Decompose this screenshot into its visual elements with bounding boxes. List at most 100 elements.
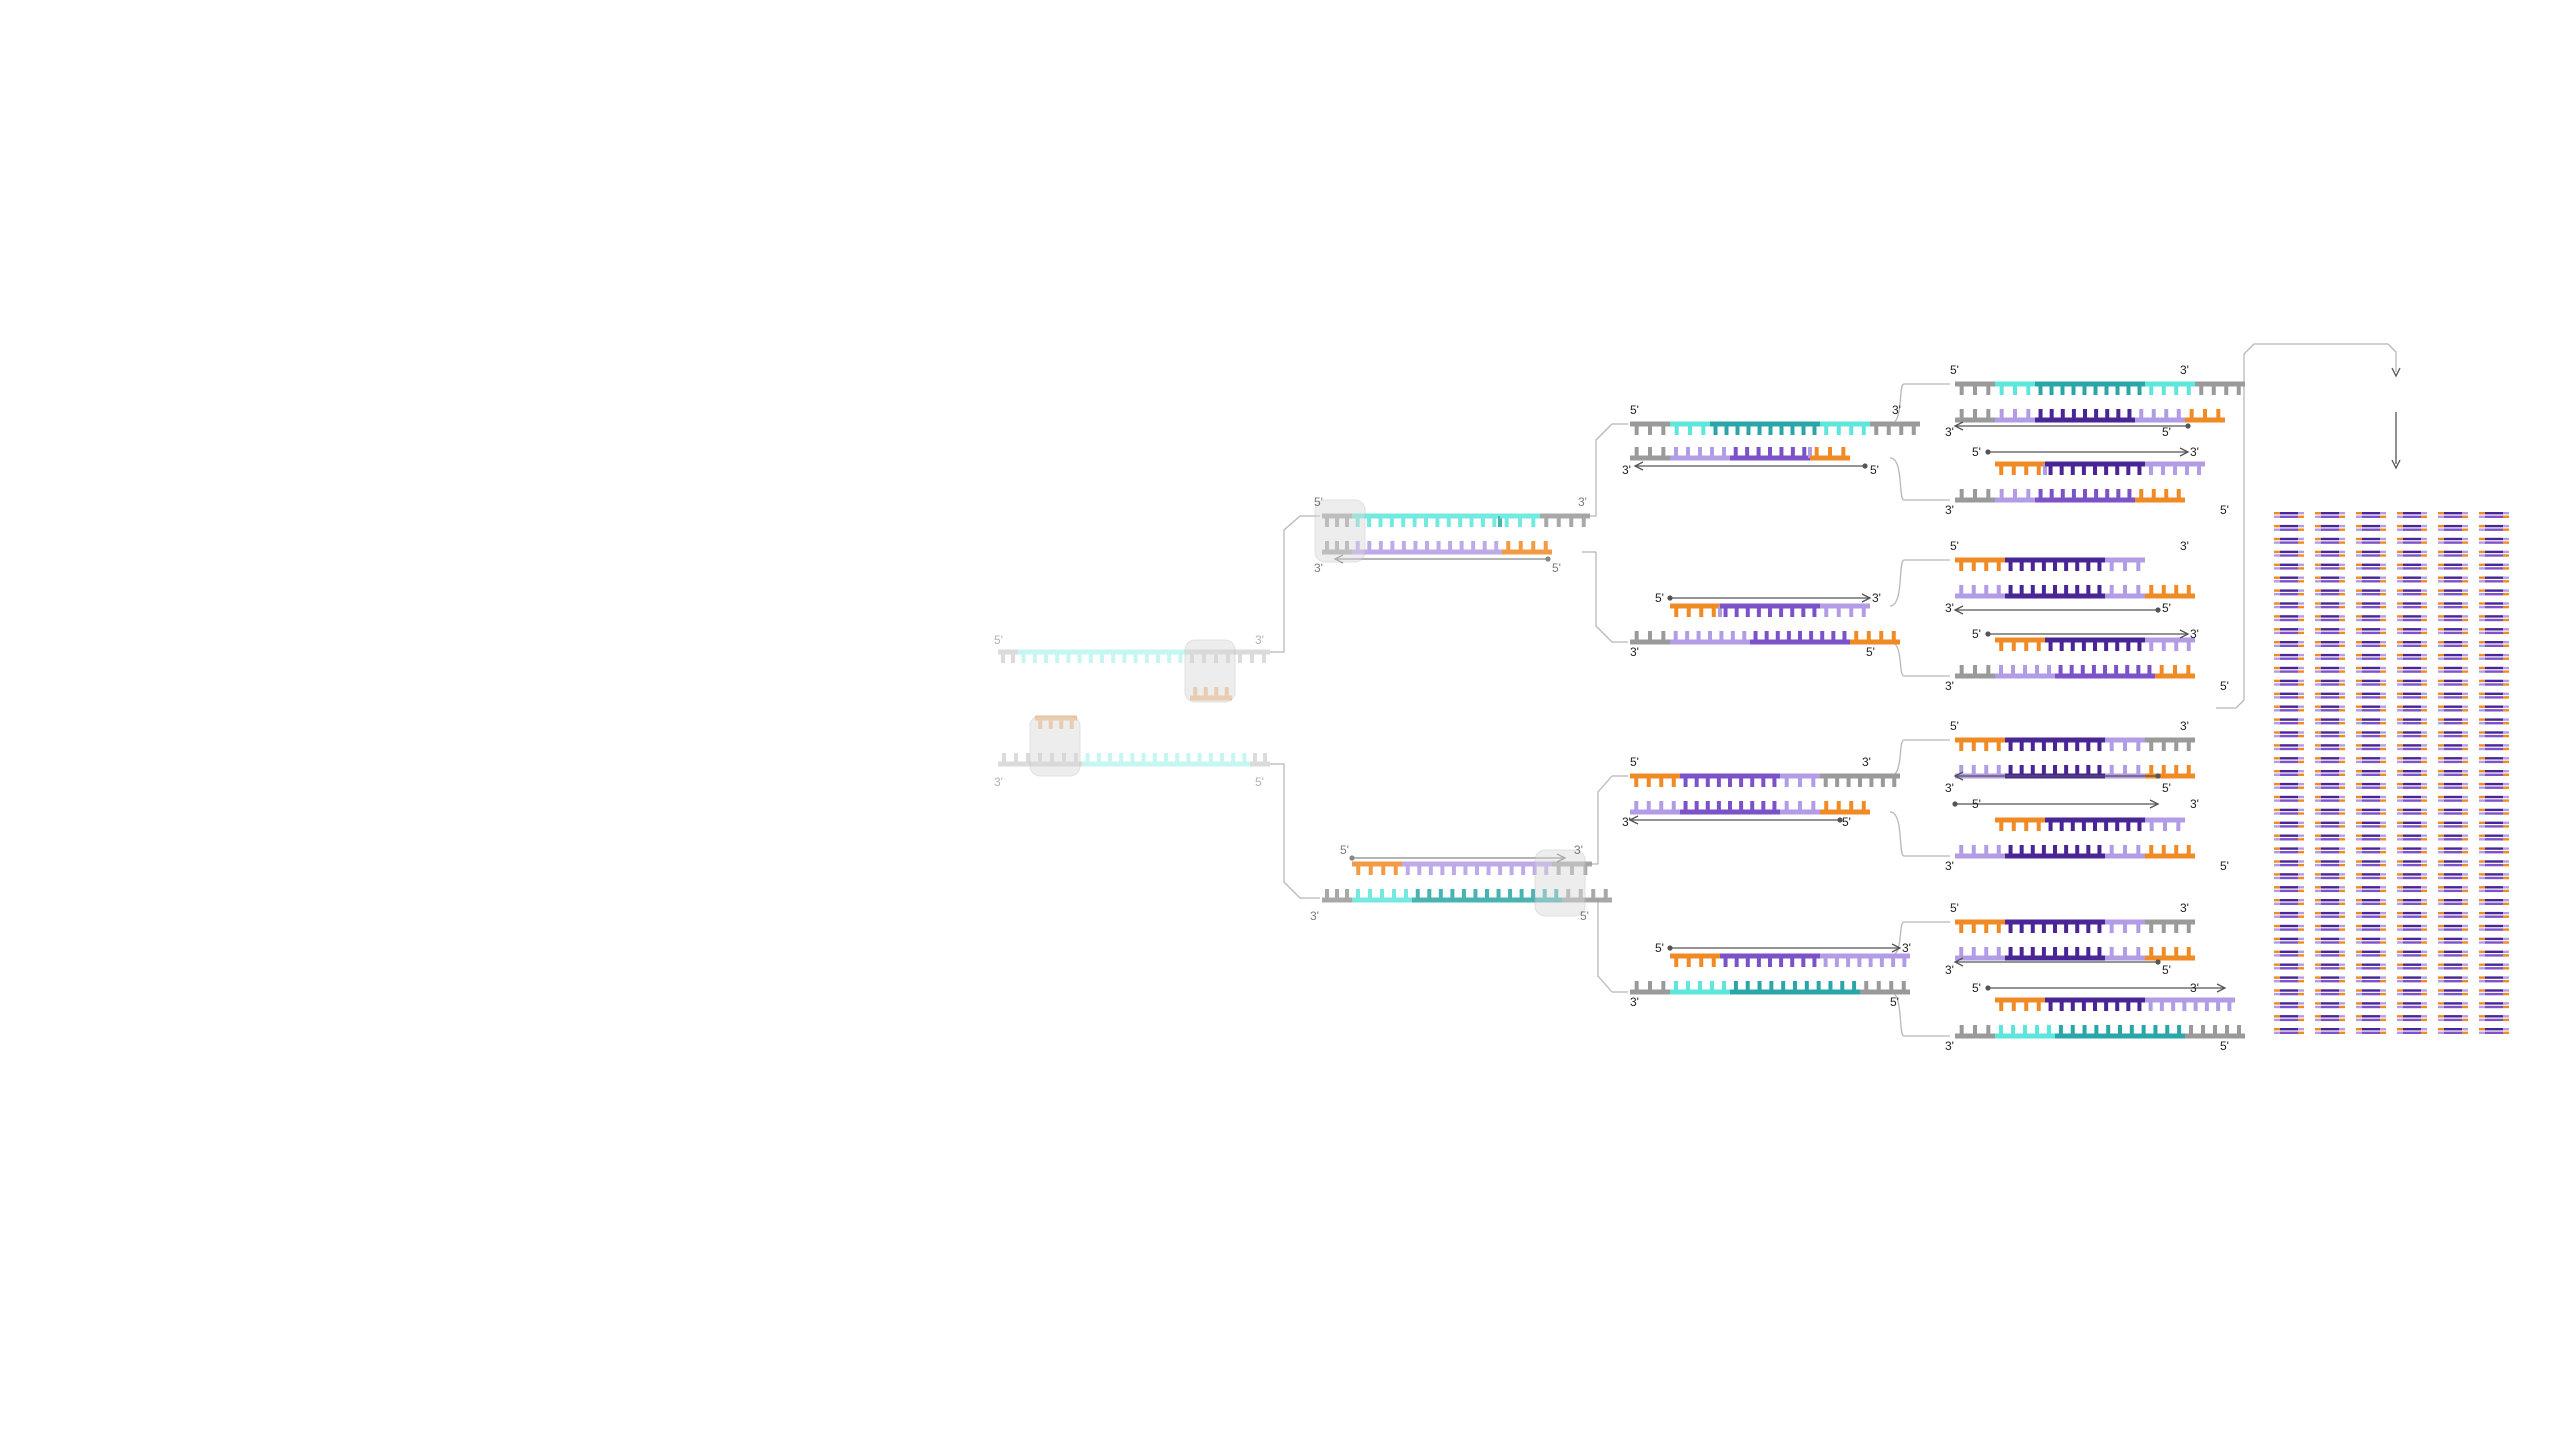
base-tooth <box>1521 864 1526 875</box>
base-tooth <box>1683 776 1688 787</box>
base-tooth <box>2189 1025 2193 1036</box>
base-tooth <box>1253 753 1257 764</box>
amplification-arrow-head <box>2391 367 2401 378</box>
backbone-segment <box>1995 461 2045 467</box>
amplicon-mini <box>2438 1015 2468 1022</box>
amplicon-mini <box>2274 937 2304 944</box>
backbone-segment <box>2035 381 2145 387</box>
base-tooth <box>1891 631 1896 642</box>
backbone-segment <box>2145 737 2195 743</box>
base-tooth <box>1971 947 1976 958</box>
base-tooth <box>1784 801 1789 812</box>
base-tooth <box>2097 845 2102 856</box>
base-tooth <box>1812 956 1817 967</box>
base-tooth <box>1367 541 1372 552</box>
base-tooth <box>1404 889 1408 900</box>
amplicon-mini <box>2274 757 2304 764</box>
base-tooth <box>2211 384 2216 395</box>
base-tooth <box>2008 560 2013 571</box>
base-tooth <box>2081 1000 2086 1011</box>
base-tooth <box>1742 631 1747 642</box>
base-tooth <box>1335 889 1339 900</box>
base-tooth <box>1808 447 1812 458</box>
amplicon-mini <box>2274 834 2304 841</box>
base-tooth <box>1753 631 1758 642</box>
base-tooth <box>2011 640 2016 651</box>
amplicon-mini <box>2479 924 2509 931</box>
base-tooth <box>1705 801 1710 812</box>
base-tooth <box>1701 424 1706 435</box>
amplicon-mini <box>2397 821 2427 828</box>
amplicon-mini <box>2274 628 2304 635</box>
amplicon-mini <box>2397 589 2427 596</box>
base-tooth <box>2075 560 2080 571</box>
amplicon-mini <box>2397 989 2427 996</box>
base-tooth <box>1857 956 1862 967</box>
base-tooth <box>1861 606 1866 617</box>
base-tooth <box>1059 718 1064 729</box>
cycle2-c-arrow <box>1628 815 1843 825</box>
base-tooth <box>1424 516 1428 527</box>
amplicon-mini <box>2438 692 2468 699</box>
base-tooth <box>1886 424 1891 435</box>
amplicon-mini <box>2274 847 2304 854</box>
backbone-segment <box>1850 639 1900 645</box>
base-tooth <box>1220 753 1224 764</box>
cycle3-5-arrow <box>1952 799 2160 809</box>
backbone-segment <box>1670 603 1720 609</box>
backbone-segment <box>1352 861 1402 867</box>
amplicon-mini <box>2438 679 2468 686</box>
amplicon-mini <box>2274 873 2304 880</box>
label-3prime: 3' <box>1310 909 1319 923</box>
base-tooth <box>1840 981 1845 992</box>
base-tooth <box>1768 956 1772 967</box>
amplicon-mini <box>2438 718 2468 725</box>
amplicon-mini <box>2438 576 2468 583</box>
base-tooth <box>1506 541 1511 552</box>
base-tooth <box>2026 384 2031 395</box>
base-tooth <box>1711 606 1716 617</box>
base-tooth <box>1959 947 1964 958</box>
base-tooth <box>2137 1000 2142 1011</box>
base-tooth <box>1335 516 1339 527</box>
primer-dot <box>2155 773 2161 779</box>
label-5prime: 5' <box>1630 403 1639 417</box>
base-tooth <box>2104 640 2109 651</box>
base-tooth <box>1836 801 1841 812</box>
base-tooth <box>2093 464 2097 475</box>
amplicon-mini <box>2356 589 2386 596</box>
amplicon-mini <box>2438 976 2468 983</box>
arrow-head <box>1953 421 1964 431</box>
base-tooth <box>2109 922 2114 933</box>
amplicon-mini <box>2356 653 2386 660</box>
base-tooth <box>1048 718 1053 729</box>
base-tooth <box>2019 740 2024 751</box>
base-tooth <box>1634 776 1639 787</box>
amplicon-mini <box>2438 770 2468 776</box>
base-tooth <box>1734 956 1739 967</box>
base-tooth <box>1750 801 1755 812</box>
amplicon-mini <box>2479 653 2509 660</box>
base-tooth <box>1959 489 1964 500</box>
base-tooth <box>2023 1025 2027 1036</box>
base-tooth <box>2216 1000 2221 1011</box>
base-tooth <box>1705 776 1710 787</box>
base-tooth <box>1824 606 1829 617</box>
base-tooth <box>2075 947 2080 958</box>
base-tooth <box>2011 1025 2015 1036</box>
base-tooth <box>1694 776 1699 787</box>
base-tooth <box>2161 765 2166 776</box>
base-tooth <box>1458 516 1463 527</box>
base-tooth <box>2036 820 2041 831</box>
label-5prime: 5' <box>1950 539 1959 553</box>
label-5prime: 5' <box>994 633 1003 647</box>
base-tooth <box>2097 765 2102 776</box>
amplicon-mini <box>2397 1015 2427 1022</box>
amplicon-mini <box>2315 653 2345 660</box>
base-tooth <box>2115 640 2120 651</box>
arrow-head <box>1953 771 1964 781</box>
base-tooth <box>2008 947 2013 958</box>
base-tooth <box>2011 820 2016 831</box>
base-tooth <box>2086 765 2091 776</box>
base-tooth <box>1739 801 1744 812</box>
